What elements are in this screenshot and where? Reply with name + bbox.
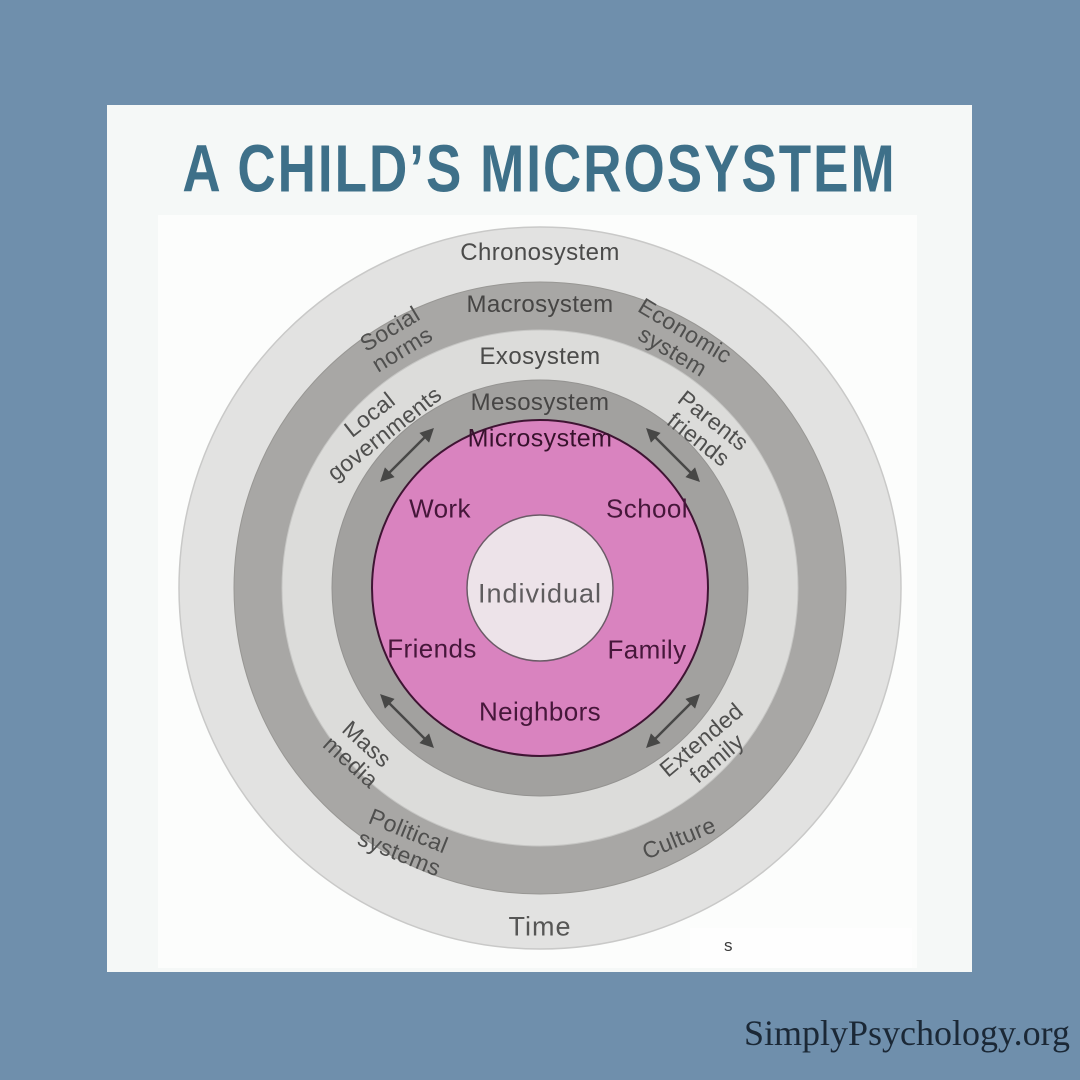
ecological-systems-diagram: Chronosystem Macrosystem Exosystem Mesos… <box>158 215 917 968</box>
site-watermark: SimplyPsychology.org <box>743 1013 1070 1053</box>
page-title: A CHILD’S MICROSYSTEM <box>182 132 897 207</box>
ring-label-chronosystem: Chronosystem <box>460 239 620 266</box>
mesosystem-arrow-se <box>646 694 700 748</box>
ring-label-microsystem: Microsystem <box>467 424 613 453</box>
watermark-artifact-box: s <box>690 928 912 968</box>
artifact-text: s <box>724 936 733 955</box>
individual-label: Individual <box>477 578 603 609</box>
ring-label-exosystem: Exosystem <box>479 343 601 370</box>
mesosystem-arrow-ne <box>646 428 700 482</box>
time-label: Time <box>508 911 572 942</box>
ring-label-macrosystem: Macrosystem <box>466 291 614 318</box>
mesosystem-arrow-sw <box>380 694 434 748</box>
rings-graphic <box>178 226 902 950</box>
ring-label-mesosystem: Mesosystem <box>470 389 610 416</box>
content-card: A CHILD’S MICROSYSTEM Chronosystem Macro… <box>107 105 972 972</box>
microsystem-item-family: Family <box>607 634 687 665</box>
microsystem-item-work: Work <box>409 493 471 524</box>
circle-individual <box>466 514 614 662</box>
microsystem-item-school: School <box>606 493 688 524</box>
microsystem-item-friends: Friends <box>387 633 477 664</box>
mesosystem-arrow-nw <box>380 428 434 482</box>
microsystem-item-neighbors: Neighbors <box>478 696 602 727</box>
